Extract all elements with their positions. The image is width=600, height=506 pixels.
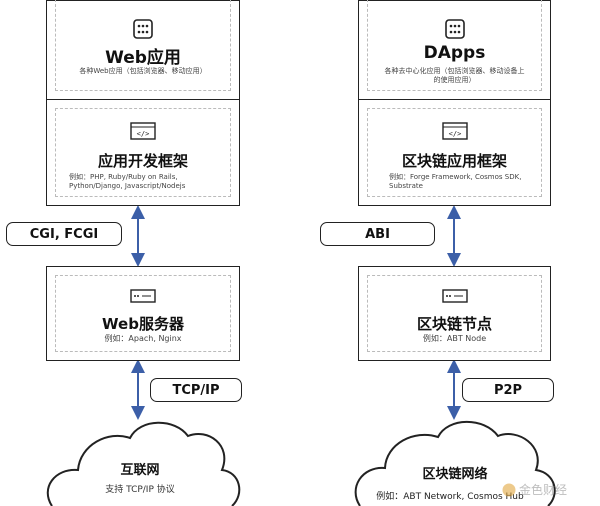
p2p-label: P2P [462, 378, 554, 402]
dapps-desc: 各种去中心化应用（包括浏览器、移动设备上的使用应用） [384, 67, 525, 84]
tcp-ip-label: TCP/IP [150, 378, 242, 402]
abi-label: ABI [320, 222, 435, 246]
watermark: 金色财经 [502, 481, 567, 498]
web-server-desc: 例如：Apach, Nginx [104, 334, 182, 343]
server-window-icon [130, 289, 156, 303]
web-app-desc: 各种Web应用（包括浏览器、移动应用） [79, 67, 207, 75]
dapps-title: DApps [423, 43, 486, 63]
server-window-icon [441, 289, 468, 303]
web-server-title: Web服务器 [102, 315, 184, 333]
chain-node-box: 区块链节点 例如：ABT Node [358, 266, 551, 361]
blockchain-network-desc: 例如：ABT Network, Cosmos Hub [376, 492, 524, 502]
web-server-box: Web服务器 例如：Apach, Nginx [46, 266, 240, 361]
chain-framework-title: 区块链应用框架 [401, 152, 507, 170]
web-app-box: Web应用 各种Web应用（包括浏览器、移动应用） [46, 0, 240, 100]
web-framework-title: 应用开发框架 [97, 152, 188, 170]
internet-desc: 支持 TCP/IP 协议 [105, 485, 175, 495]
app-window-icon [133, 19, 153, 39]
code-window-icon: </> [130, 122, 156, 140]
web-framework-desc: 例如：PHP, Ruby/Ruby on Rails, Python/Djang… [69, 173, 186, 190]
dapps-box: DApps 各种去中心化应用（包括浏览器、移动设备上的使用应用） [358, 0, 551, 100]
web-framework-box: </> 应用开发框架 例如：PHP, Ruby/Ruby on Rails, P… [46, 99, 240, 206]
watermark-text: 金色财经 [519, 483, 568, 497]
watermark-logo-icon [502, 483, 516, 496]
cgi-fcgi-label: CGI, FCGI [6, 222, 122, 246]
chain-node-title: 区块链节点 [416, 315, 492, 333]
code-window-icon: </> [441, 122, 468, 140]
app-window-icon [444, 19, 465, 39]
chain-framework-desc: 例如：Forge Framework, Cosmos SDK, Substrat… [389, 173, 522, 190]
internet-cloud [46, 421, 241, 506]
svg-text:</>: </> [448, 130, 461, 138]
internet-title: 互联网 [120, 463, 160, 478]
chain-node-desc: 例如：ABT Node [422, 334, 487, 343]
web-app-title: Web应用 [105, 48, 181, 68]
chain-framework-box: </> 区块链应用框架 例如：Forge Framework, Cosmos S… [358, 99, 551, 206]
blockchain-network-title: 区块链网络 [422, 467, 488, 482]
svg-text:</>: </> [137, 130, 150, 138]
